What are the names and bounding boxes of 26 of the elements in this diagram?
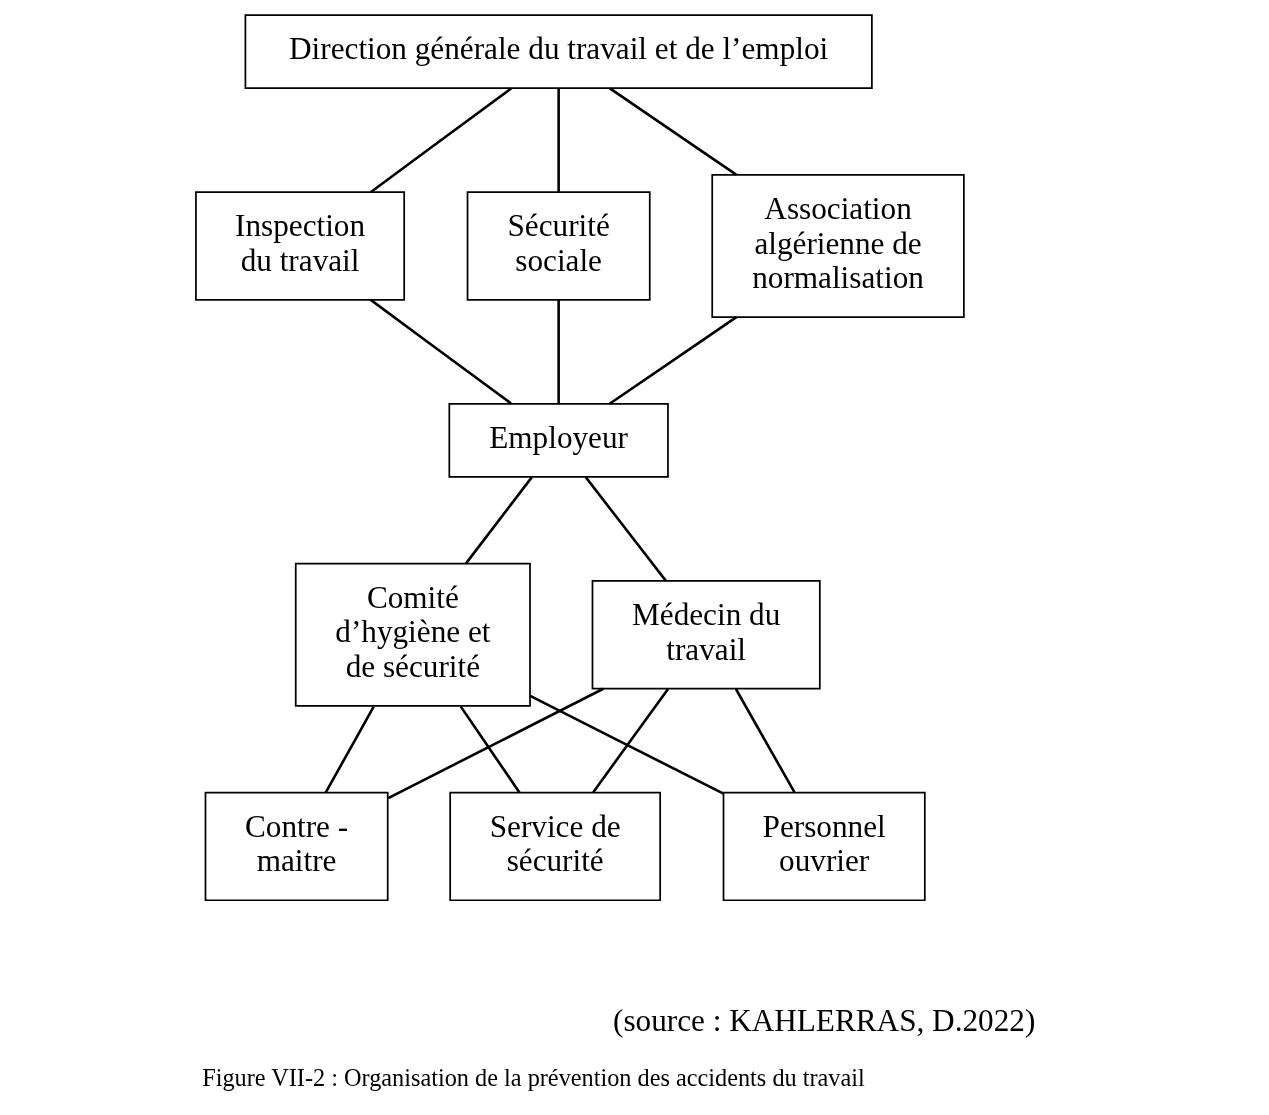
node-box: Service de sécurité: [448, 791, 661, 902]
connector: [324, 705, 375, 794]
node-box: Médecin du travail: [591, 580, 821, 690]
connector: [459, 705, 520, 794]
connector: [369, 298, 512, 405]
connector: [591, 688, 669, 793]
caption: Figure VII-2 : Organisation de la prévention des accidents du travail: [201, 1064, 865, 1092]
node-box: Contre - maitre: [204, 791, 389, 902]
node-box: Association algérienne de normalisation: [710, 173, 965, 318]
connector: [369, 87, 512, 194]
connector: [556, 299, 560, 404]
node-box: Inspection du travail: [194, 191, 405, 301]
node-box: Employeur: [447, 403, 669, 478]
connector: [608, 316, 737, 405]
connector: [529, 694, 724, 795]
connector: [387, 687, 604, 800]
connector: [584, 476, 667, 582]
connector: [464, 476, 533, 565]
connector: [608, 87, 737, 176]
node-box: Comité d’hygiène et de sécurité: [294, 562, 531, 707]
node-box: Personnel ouvrier: [722, 791, 926, 902]
node-box: Sécurité sociale: [466, 191, 651, 301]
node-box: Direction générale du travail et de l’emploi: [244, 14, 873, 89]
connector: [556, 88, 560, 193]
connector: [734, 688, 796, 793]
label: (source : KAHLERRAS, D.2022): [612, 1003, 1035, 1039]
